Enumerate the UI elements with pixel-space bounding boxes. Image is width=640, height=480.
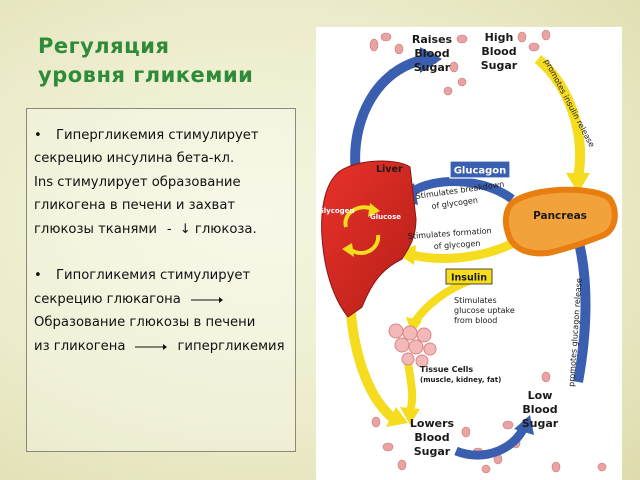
arrow-liver-to-lowers: [345, 298, 398, 423]
insulin-label: Insulin: [451, 273, 487, 284]
text-line-8: Образование глюкозы в печени: [34, 315, 256, 331]
raises-line-2: Blood: [414, 47, 449, 60]
bullet-2: •: [34, 268, 42, 284]
title-line-2: уровня гликемии: [38, 63, 254, 87]
glucagon-label: Glucagon: [454, 166, 507, 177]
high-line-3: Sugar: [481, 59, 518, 72]
low-line-1: Low: [528, 389, 553, 402]
cycle-arrowhead-top: [368, 203, 380, 217]
arrow-high-to-pancreas: [534, 55, 586, 178]
pancreas-label: Pancreas: [533, 210, 587, 222]
cycle-arrow-bottom: [348, 234, 381, 255]
arrow-glucagon-to-liver: [407, 177, 515, 203]
uptake-line-2: glucose uptake: [454, 306, 515, 315]
text-lines: •Гипергликемия стимулирует секрецию инсу…: [34, 124, 296, 358]
cycle-arrow-top: [343, 205, 373, 228]
text-line-1: •Гипергликемия стимулирует: [34, 124, 296, 147]
pancreas-shape: [502, 186, 618, 257]
text-box: [26, 108, 296, 452]
raises-line-3: Sugar: [414, 61, 451, 74]
arrow-icon: [190, 296, 223, 303]
low-line-3: Sugar: [522, 417, 559, 430]
tissue-label-1: Tissue Cells: [420, 365, 473, 374]
lowers-line-3: Sugar: [414, 445, 451, 458]
raises-line-1: Raises: [412, 33, 453, 46]
arrowhead-lowers-left: [386, 407, 408, 427]
lowers-line-1: Lowers: [410, 417, 455, 430]
text-line-7: секрецию глюкагона: [34, 288, 296, 311]
arrowhead-tissue: [406, 317, 422, 335]
arrow-icon: [135, 343, 168, 350]
arrowhead-lowers-right: [400, 407, 420, 425]
arrowhead-pancreas: [566, 173, 590, 193]
slide-title: Регуляция уровня гликемии: [38, 32, 298, 90]
diagram-panel: Raises Blood Sugar High Blood Sugar Lowe…: [316, 27, 622, 480]
text-line-4: гликогена в печени и захват: [34, 198, 236, 214]
arrow-low-to-pancreas: [573, 237, 591, 383]
arrow-liver-to-raises: [350, 54, 429, 173]
low-line-2: Blood: [522, 403, 557, 416]
text-line-5: глюкозы тканями-↓ глюкоза.: [34, 221, 257, 237]
arrowhead-insulin: [396, 245, 416, 265]
liver-shape: [321, 160, 417, 318]
text-line-6: •Гипогликемия стимулирует: [34, 264, 296, 287]
arrow-tissue-to-lowers: [404, 362, 417, 413]
text-line-2: секрецию инсулина бета-кл.: [34, 151, 235, 167]
arrowhead-low: [514, 415, 534, 435]
arrow-lowers-to-low: [454, 424, 529, 460]
lowers-line-2: Blood: [414, 431, 449, 444]
glucagon-label-box: [449, 160, 511, 179]
text-line-3: Ins стимулирует образование: [34, 174, 241, 190]
uptake-line-3: from blood: [454, 316, 497, 325]
tissue-label-2: (muscle, kidney, fat): [420, 376, 501, 384]
glucose-label: Glucose: [370, 213, 401, 221]
glycogen-label: Glycogen: [318, 207, 354, 215]
cycle-arrowhead-bottom: [342, 243, 354, 257]
insulin-label-box: [445, 268, 493, 285]
tissue-cells: [388, 323, 437, 368]
title-line-1: Регуляция: [38, 34, 170, 58]
promotes-insulin-label: promotes insulin release: [542, 58, 596, 149]
formation-line-2: of glycogen: [434, 239, 481, 251]
glucose-regulation-diagram: Raises Blood Sugar High Blood Sugar Lowe…: [318, 29, 618, 474]
high-line-2: Blood: [481, 45, 516, 58]
uptake-line-1: Stimulates: [454, 296, 497, 305]
bullet-1: •: [34, 128, 42, 143]
liver-label: Liver: [376, 164, 403, 175]
arrowhead-raises: [420, 47, 442, 73]
high-line-1: High: [485, 31, 514, 44]
